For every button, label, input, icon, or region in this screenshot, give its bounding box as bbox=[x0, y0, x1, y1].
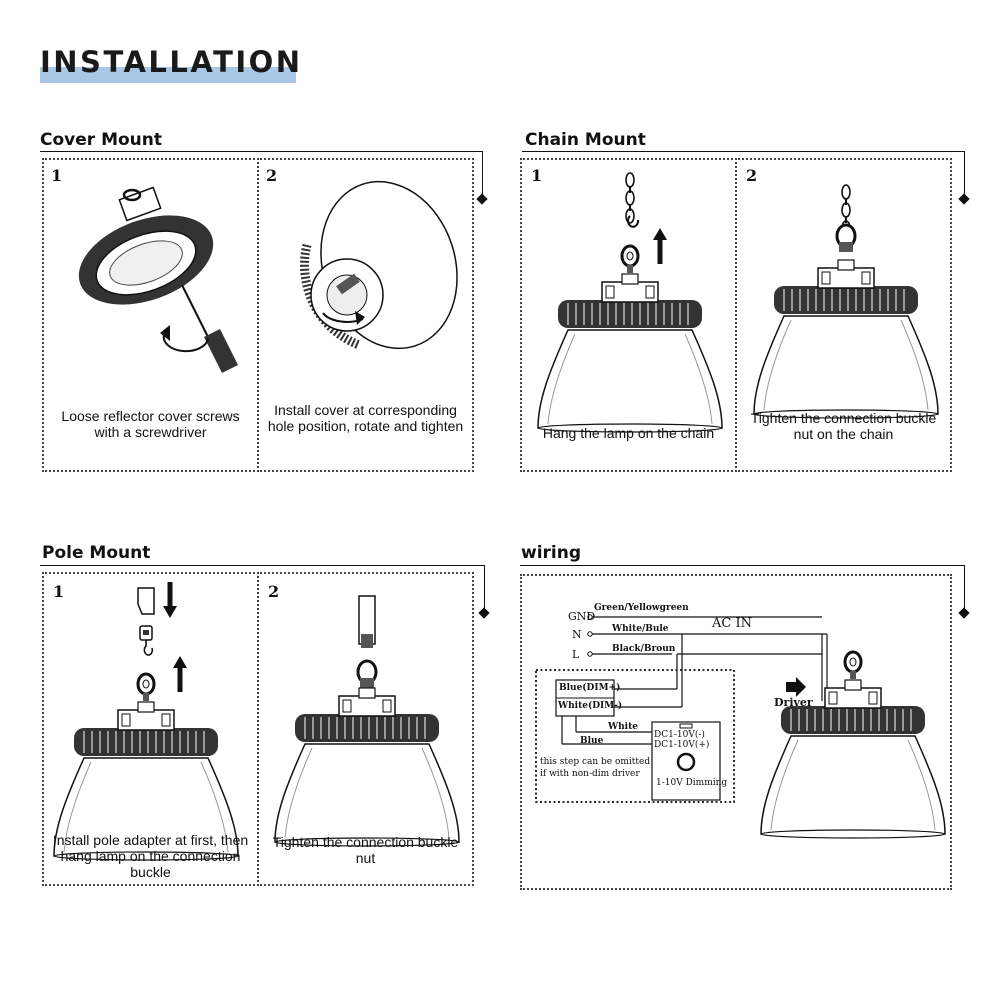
ac-in-label: AC IN bbox=[712, 616, 752, 631]
pole-mount-step1-panel: 1 Install pole adapter at first, then ha… bbox=[42, 572, 259, 886]
dim-step-note: this step can be omitted if with non-dim… bbox=[540, 757, 651, 779]
green-yellow-wire-label: Green/Yellowgreen bbox=[594, 603, 689, 613]
cover-mount-step1-number: 1 bbox=[51, 166, 63, 185]
page-title: INSTALLATION bbox=[40, 45, 303, 79]
dc-plus-label: DC1-10V(+) bbox=[654, 740, 710, 750]
pole-tighten-illustration bbox=[274, 595, 460, 847]
cover-mount-step2-panel: 2 Install cover at corresponding hole po… bbox=[257, 158, 474, 472]
chain-mount-title: Chain Mount bbox=[525, 130, 646, 150]
chain-mount-step1-caption: Hang the lamp on the chain bbox=[542, 425, 715, 441]
title-highlight-bar bbox=[40, 67, 296, 83]
pole-mount-step2-number: 2 bbox=[268, 582, 280, 601]
dc-minus-label: DC1-10V(-) bbox=[654, 730, 705, 740]
cover-mount-connector-line bbox=[40, 151, 483, 198]
cover-mount-title: Cover Mount bbox=[40, 130, 162, 150]
pole-mount-step2-panel: 2 Tighten the connection buckle nut bbox=[257, 572, 474, 886]
cover-lamp-screwdriver-illustration bbox=[78, 186, 238, 373]
gnd-label: GND bbox=[568, 610, 596, 623]
chain-mount-step1-panel: 1 Hang the lamp on the chain bbox=[520, 158, 737, 472]
page-title-block: INSTALLATION bbox=[40, 45, 303, 83]
pole-mount-step2-caption: Tighten the connection buckle nut bbox=[272, 834, 459, 866]
chain-mount-connector-line bbox=[522, 151, 965, 198]
white-bule-wire-label: White/Bule bbox=[612, 624, 669, 634]
wiring-panel: GND N L Green/Yellowgreen White/Bule Bla… bbox=[520, 574, 952, 890]
driver-label: Driver bbox=[774, 696, 813, 709]
chain-mount-step2-caption: Tighten the connection buckle nut on the… bbox=[750, 410, 937, 442]
dimming-label: 1-10V Dimming bbox=[656, 778, 728, 788]
pole-mount-connector-line bbox=[40, 565, 485, 612]
tighten-chain-buckle-illustration bbox=[753, 184, 939, 419]
hang-lamp-on-chain-illustration bbox=[537, 172, 723, 433]
blue-dim-plus-label: Blue(DIM+) bbox=[559, 683, 621, 693]
cover-mount-step1-panel: 1 Loose reflector cover screws with a sc… bbox=[42, 158, 259, 472]
l-label: L bbox=[572, 648, 580, 661]
chain-mount-step1-number: 1 bbox=[531, 166, 543, 185]
wiring-title: wiring bbox=[521, 543, 582, 563]
pole-mount-step1-caption: Install pole adapter at first, then hang… bbox=[52, 832, 249, 880]
wiring-connector-line bbox=[520, 565, 965, 612]
wiring-diagram-lines bbox=[535, 614, 946, 839]
cover-mount-step2-number: 2 bbox=[266, 166, 278, 185]
blue-wire-label: Blue bbox=[580, 736, 604, 746]
pole-mount-step1-number: 1 bbox=[53, 582, 65, 601]
n-label: N bbox=[572, 628, 582, 641]
chain-mount-step2-panel: 2 Tighten the connection buckle nut on t… bbox=[735, 158, 952, 472]
pole-mount-title: Pole Mount bbox=[42, 543, 151, 563]
black-broun-wire-label: Black/Broun bbox=[612, 644, 676, 654]
cover-mount-step1-caption: Loose reflector cover screws with a scre… bbox=[61, 408, 240, 440]
pole-adapter-install-illustration bbox=[53, 582, 239, 861]
chain-mount-step2-number: 2 bbox=[746, 166, 758, 185]
cover-installation-illustration bbox=[300, 180, 458, 350]
white-dim-minus-label: White(DIM-) bbox=[558, 701, 623, 711]
white-wire-label: White bbox=[608, 722, 638, 732]
cover-mount-step2-caption: Install cover at corresponding hole posi… bbox=[267, 402, 464, 434]
